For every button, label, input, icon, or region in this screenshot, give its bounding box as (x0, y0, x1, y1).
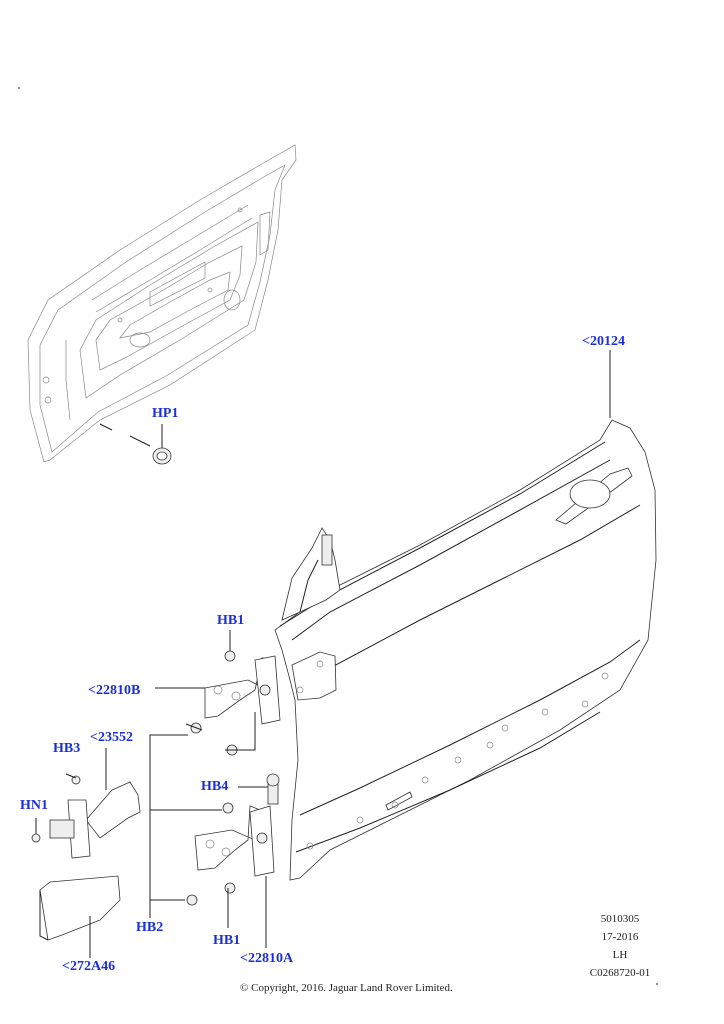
door-shell (274, 350, 657, 881)
inner-door-panel (27, 144, 297, 463)
callout-hp1[interactable]: HP1 (152, 406, 179, 421)
callout-hb3[interactable]: HB3 (53, 741, 81, 756)
check-strap (31, 748, 141, 859)
copyright-notice: © Copyright, 2016. Jaguar Land Rover Lim… (240, 982, 453, 994)
lower-hinge (194, 805, 275, 948)
callout-hb1-top[interactable]: HB1 (217, 613, 245, 628)
hb2-leader (149, 712, 256, 918)
callout-20124[interactable]: <20124 (582, 334, 625, 349)
callout-22810a[interactable]: <22810A (240, 951, 294, 966)
callout-hn1[interactable]: HN1 (20, 798, 48, 813)
callout-hb1-bottom[interactable]: HB1 (213, 933, 241, 948)
upper-hinge (155, 655, 281, 725)
bolts (185, 630, 280, 928)
info-side: LH (612, 949, 628, 961)
info-ref: C0268720-01 (589, 967, 651, 979)
callout-272a46[interactable]: <272A46 (62, 959, 116, 974)
info-code: 5010305 (600, 913, 640, 925)
callout-22810b[interactable]: <22810B (88, 683, 141, 698)
plug-hp1 (152, 424, 172, 465)
info-date: 17-2016 (601, 931, 639, 943)
callout-hb2[interactable]: HB2 (136, 920, 164, 935)
strap-cover (39, 875, 121, 958)
callout-hb4[interactable]: HB4 (201, 779, 229, 794)
callout-23552[interactable]: <23552 (90, 730, 133, 745)
